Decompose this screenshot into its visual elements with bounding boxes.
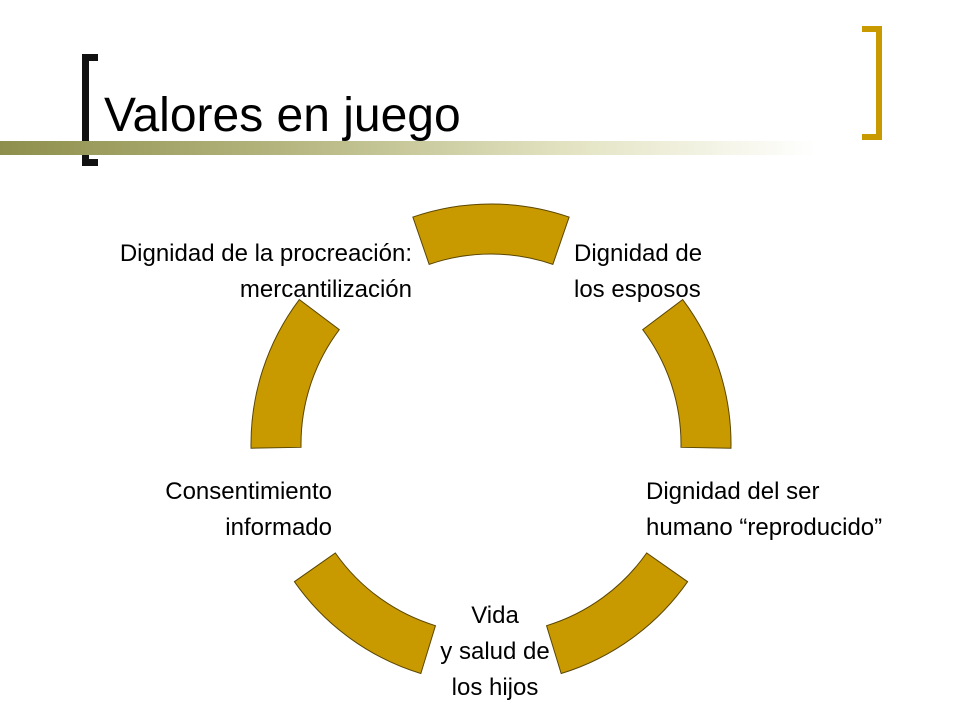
cycle-label-vida-salud-hijos: Vida y salud de los hijos bbox=[440, 602, 550, 701]
cycle-segment-right bbox=[642, 298, 732, 449]
cycle-label-dignidad-ser-humano: Dignidad del ser humano “reproducido” bbox=[646, 478, 883, 541]
title-underline-band bbox=[0, 141, 960, 155]
cycle-segment-bottom-left bbox=[293, 552, 437, 675]
cycle-segment-left bbox=[250, 298, 340, 449]
left-bracket-decoration bbox=[82, 54, 98, 166]
slide-title: Valores en juego bbox=[104, 89, 461, 142]
cycle-label-consentimiento: Consentimiento informado bbox=[165, 478, 332, 541]
cycle-segment-top bbox=[412, 203, 570, 265]
cycle-segment-bottom-right bbox=[545, 552, 689, 675]
right-bracket-decoration bbox=[862, 26, 882, 140]
cycle-label-dignidad-procreacion: Dignidad de la procreación: mercantiliza… bbox=[119, 240, 412, 303]
cycle-label-dignidad-esposos: Dignidad de los esposos bbox=[574, 240, 703, 303]
